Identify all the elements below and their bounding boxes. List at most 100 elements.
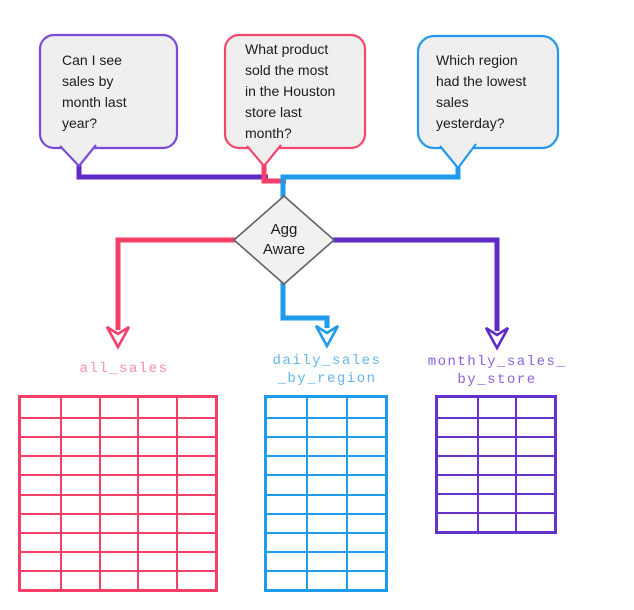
table-cell bbox=[345, 493, 385, 513]
connector-bubble3-to-diamond bbox=[280, 160, 461, 199]
table-cell bbox=[515, 436, 554, 455]
table-cell bbox=[267, 512, 307, 532]
table-cell bbox=[476, 417, 516, 436]
table-cell bbox=[267, 569, 307, 589]
table-cell bbox=[59, 531, 99, 551]
table-cell bbox=[306, 436, 346, 456]
table-cell bbox=[137, 569, 177, 589]
question-bubble-3-tail bbox=[439, 143, 477, 170]
table-cell bbox=[59, 474, 99, 494]
table-cell bbox=[438, 398, 477, 417]
table-cell bbox=[345, 436, 385, 456]
table-daily-sales-by-region bbox=[264, 395, 388, 592]
table-cell bbox=[438, 512, 477, 531]
table-cell bbox=[176, 550, 215, 570]
table-cell bbox=[21, 569, 60, 589]
table-cell bbox=[306, 398, 345, 418]
connector-diamond-to-all-sales bbox=[115, 237, 237, 330]
question-bubble-1 bbox=[38, 33, 179, 150]
table-cell bbox=[176, 398, 215, 418]
table-cell bbox=[267, 436, 307, 455]
table-all-sales bbox=[18, 395, 218, 592]
table-cell bbox=[59, 512, 99, 532]
table-cell bbox=[98, 417, 138, 437]
arrowhead-all-sales bbox=[105, 325, 131, 350]
table-cell bbox=[306, 550, 346, 570]
table-cell bbox=[306, 455, 346, 475]
table-cell bbox=[345, 455, 385, 475]
table-cell bbox=[137, 455, 177, 475]
table-cell bbox=[21, 550, 60, 570]
table-cell bbox=[137, 493, 177, 513]
table-cell bbox=[137, 531, 177, 551]
table-cell bbox=[306, 417, 346, 437]
table-cell bbox=[306, 531, 346, 551]
table-cell bbox=[438, 474, 477, 493]
table-cell bbox=[21, 417, 60, 436]
table-cell bbox=[98, 474, 138, 494]
table-cell bbox=[137, 550, 177, 570]
table-cell bbox=[176, 474, 215, 494]
table-cell bbox=[137, 398, 176, 418]
table-cell bbox=[21, 455, 60, 474]
table-cell bbox=[176, 455, 215, 475]
question-bubble-2 bbox=[223, 33, 367, 150]
decision-node-label: Agg Aware bbox=[262, 221, 306, 258]
table-cell bbox=[476, 474, 516, 493]
table-cell bbox=[438, 436, 477, 455]
table-cell bbox=[345, 569, 385, 589]
table-cell bbox=[176, 531, 215, 551]
table-cell bbox=[345, 512, 385, 532]
question-bubble-2-text: What product sold the most in the Housto… bbox=[245, 41, 336, 141]
table-cell bbox=[137, 417, 177, 437]
table-cell bbox=[59, 550, 99, 570]
table-cell bbox=[515, 493, 554, 512]
table-cell bbox=[476, 436, 516, 455]
table-cell bbox=[137, 474, 177, 494]
table-cell bbox=[21, 398, 60, 417]
table-cell bbox=[267, 493, 307, 513]
table-cell bbox=[21, 493, 60, 513]
table-cell bbox=[21, 436, 60, 455]
table-label-daily-sales-by-region: daily_sales _by_region bbox=[272, 353, 382, 387]
table-cell bbox=[515, 512, 554, 531]
table-cell bbox=[176, 569, 215, 589]
question-bubble-1-text: Can I see sales by month last year? bbox=[62, 51, 127, 131]
table-cell bbox=[98, 550, 138, 570]
table-cell bbox=[438, 417, 477, 436]
table-cell bbox=[515, 455, 554, 474]
table-cell bbox=[98, 455, 138, 475]
table-cell bbox=[267, 550, 307, 570]
table-monthly-sales-by-store bbox=[435, 395, 557, 534]
table-cell bbox=[21, 474, 60, 493]
table-cell bbox=[306, 512, 346, 532]
table-cell bbox=[345, 398, 385, 418]
question-bubble-3 bbox=[416, 34, 560, 150]
table-cell bbox=[515, 398, 554, 417]
table-cell bbox=[21, 531, 60, 551]
table-cell bbox=[59, 398, 99, 418]
table-cell bbox=[267, 417, 307, 436]
table-cell bbox=[345, 531, 385, 551]
decision-diamond bbox=[232, 194, 336, 286]
table-cell bbox=[176, 436, 215, 456]
table-cell bbox=[345, 550, 385, 570]
question-bubble-2-tail bbox=[246, 144, 282, 168]
table-cell bbox=[476, 512, 516, 531]
table-cell bbox=[59, 493, 99, 513]
table-cell bbox=[267, 474, 307, 493]
table-cell bbox=[98, 493, 138, 513]
table-cell bbox=[98, 398, 138, 418]
table-cell bbox=[176, 493, 215, 513]
table-cell bbox=[176, 417, 215, 437]
connector-bubble1-to-bus bbox=[76, 160, 268, 180]
table-cell bbox=[267, 455, 307, 474]
table-cell bbox=[98, 531, 138, 551]
table-cell bbox=[59, 455, 99, 475]
table-label-all-sales: all_sales bbox=[79, 361, 169, 377]
table-cell bbox=[98, 569, 138, 589]
table-cell bbox=[137, 436, 177, 456]
table-cell bbox=[267, 398, 306, 417]
